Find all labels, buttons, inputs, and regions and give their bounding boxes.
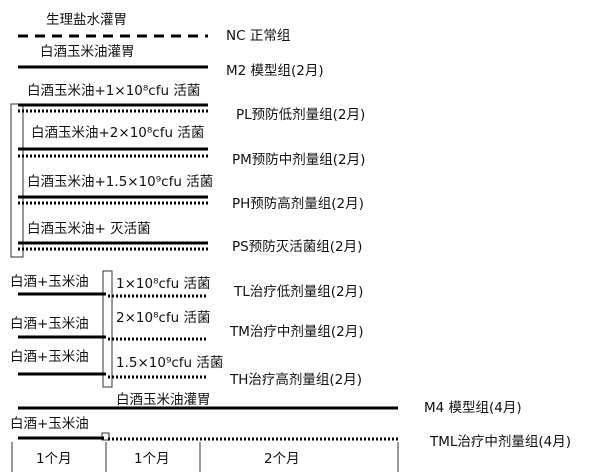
treatment-bracket — [102, 270, 113, 388]
pm-line-label: 白酒玉米油+2×10⁸cfu 活菌 — [31, 125, 204, 141]
m4-line-label: 白酒玉米油灌胃 — [116, 392, 211, 408]
tl-dose-label: 1×10⁸cfu 活菌 — [116, 276, 211, 292]
m2-line-label: 白酒玉米油灌胃 — [40, 44, 135, 60]
tl-pre-label: 白酒+玉米油 — [10, 274, 89, 290]
nc-line-label: 生理盐水灌胃 — [46, 12, 127, 28]
tl-group-name: TL治疗低剂量组(2月) — [233, 284, 363, 300]
ps-group-name: PS预防灭活菌组(2月) — [232, 239, 362, 255]
m2-group-name: M2 模型组(2月) — [226, 63, 324, 79]
ph-line-label: 白酒玉米油+1.5×10⁹cfu 活菌 — [27, 174, 213, 190]
ph-group-name: PH预防高剂量组(2月) — [232, 195, 364, 212]
ps-line-label: 白酒玉米油+ 灭活菌 — [27, 221, 151, 237]
timeline-period-3: 2个月 — [264, 451, 300, 467]
nc-group-name: NC 正常组 — [226, 28, 290, 44]
th-pre-label: 白酒+玉米油 — [10, 349, 89, 365]
prevention-bracket — [10, 103, 24, 258]
tm-pre-label: 白酒+玉米油 — [10, 316, 89, 332]
timeline-period-2: 1个月 — [134, 451, 170, 467]
pm-group-name: PM预防中剂量组(2月) — [232, 152, 365, 168]
pl-line-label: 白酒玉米油+1×10⁸cfu 活菌 — [27, 83, 200, 99]
th-group-name: TH治疗高剂量组(2月) — [229, 371, 362, 388]
tml-pre-label: 白酒+玉米油 — [10, 416, 89, 432]
m4-group-name: M4 模型组(4月) — [424, 400, 522, 416]
pl-group-name: PL预防低剂量组(2月) — [236, 107, 365, 123]
th-dose-label: 1.5×10⁹cfu 活菌 — [116, 355, 223, 371]
tm-group-name: TM治疗中剂量组(2月) — [229, 324, 364, 340]
timeline-period-1: 1个月 — [36, 451, 72, 467]
tm-dose-label: 2×10⁸cfu 活菌 — [116, 310, 211, 326]
tml-group-name: TML治疗中剂量组(4月) — [429, 434, 571, 450]
